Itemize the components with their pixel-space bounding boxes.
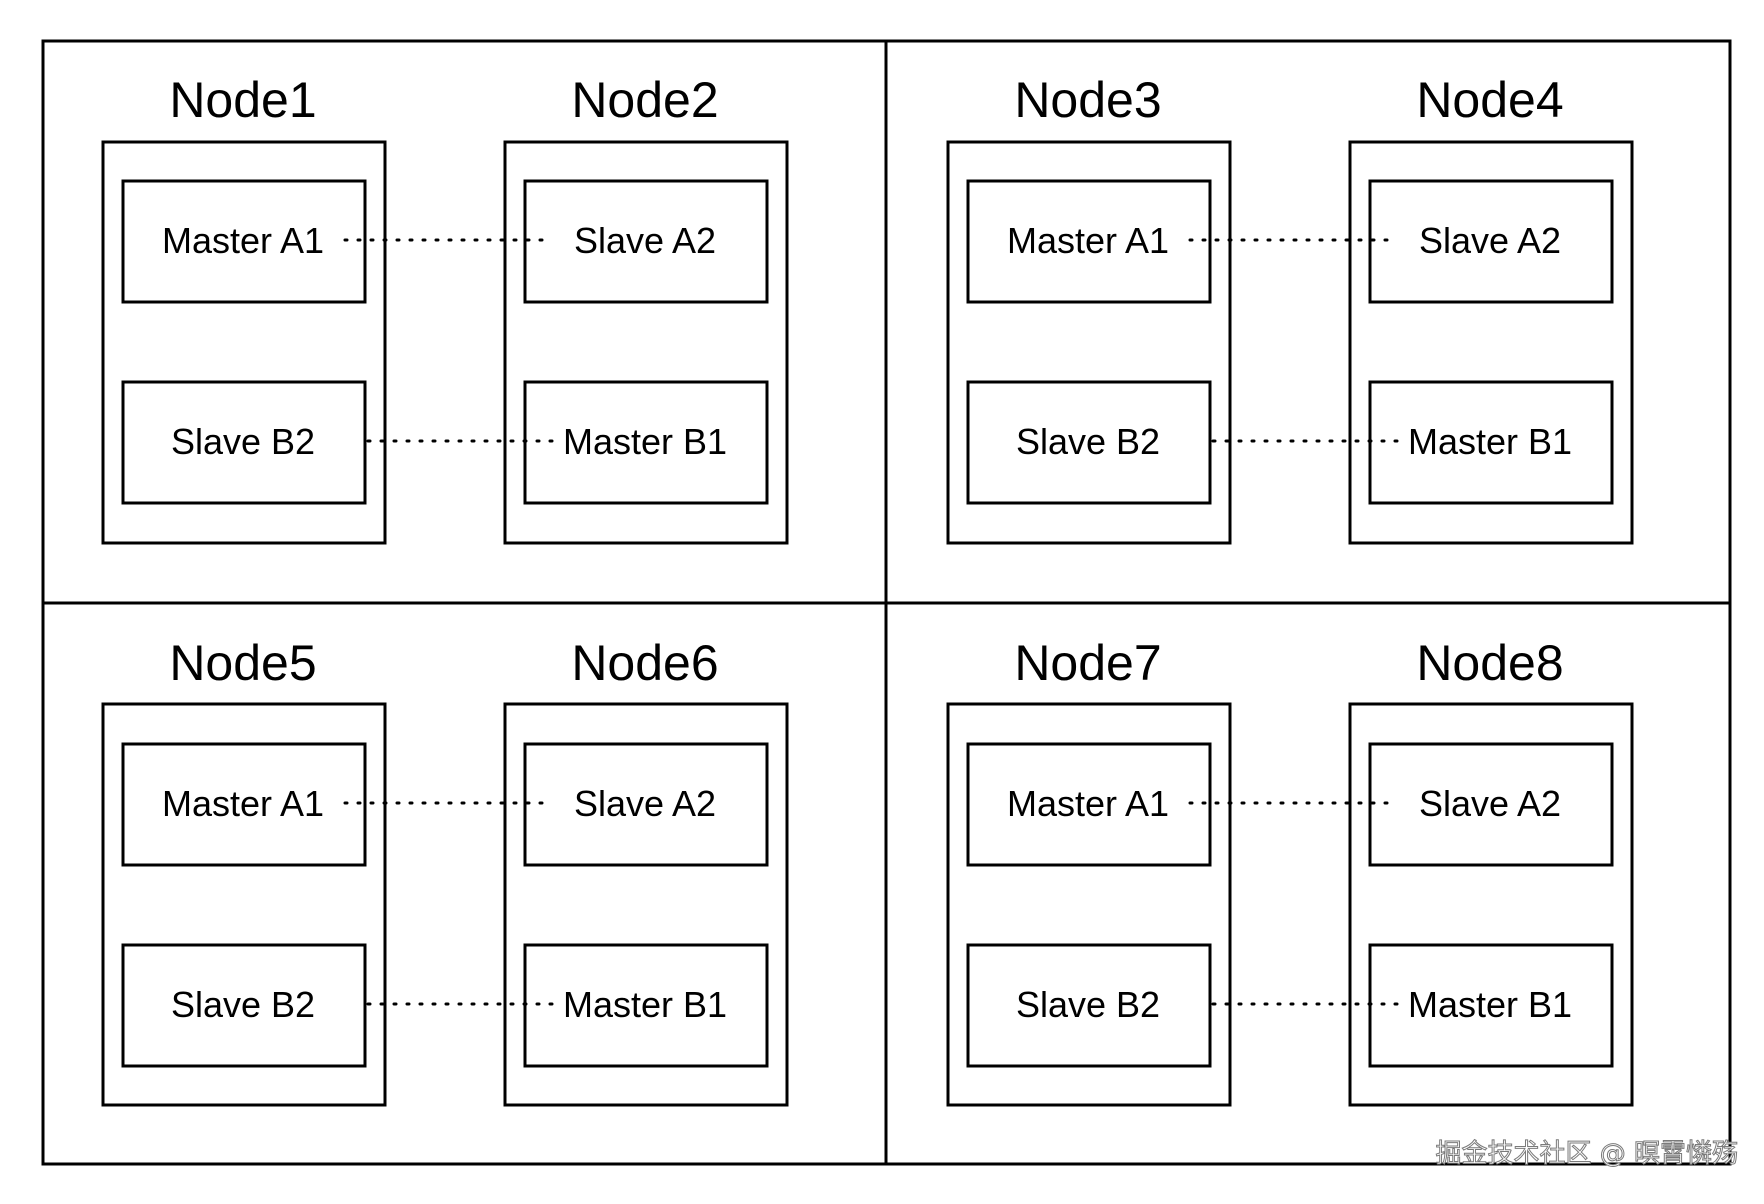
node-container [503, 140, 789, 545]
role-box-top [523, 742, 769, 867]
role-label: Slave B2 [171, 984, 315, 1025]
role-box-top [966, 179, 1212, 304]
node-box: Node7 Master A1 Slave B2 [946, 635, 1232, 1107]
quadrant-top-right: Node3 Master A1 Slave B2 Node4 Slave A2 … [946, 72, 1634, 545]
node-box: Node3 Master A1 Slave B2 [946, 72, 1232, 545]
quadrant-bottom-left: Node5 Master A1 Slave B2 Node6 Slave A2 … [101, 635, 789, 1107]
node-title: Node5 [169, 635, 316, 691]
node-box: Node8 Slave A2 Master B1 [1348, 635, 1634, 1107]
node-container [503, 702, 789, 1107]
role-box-top [966, 742, 1212, 867]
node-container [946, 702, 1232, 1107]
quadrant-bottom-right: Node7 Master A1 Slave B2 Node8 Slave A2 … [946, 635, 1634, 1107]
node-title: Node1 [169, 72, 316, 128]
role-label: Master B1 [563, 984, 727, 1025]
role-box-bottom [1368, 380, 1614, 505]
watermark-text: 掘金技术社区 @ 暝霄憐殇 [1435, 1139, 1739, 1170]
role-box-bottom [523, 380, 769, 505]
role-label: Master A1 [162, 783, 324, 824]
role-label: Master A1 [162, 220, 324, 261]
role-label: Master A1 [1007, 783, 1169, 824]
node-title: Node6 [571, 635, 718, 691]
role-box-top [1368, 742, 1614, 867]
node-box: Node1 Master A1 Slave B2 [101, 72, 387, 545]
node-container [946, 140, 1232, 545]
role-box-bottom [121, 943, 367, 1068]
node-title: Node8 [1416, 635, 1563, 691]
node-title: Node7 [1014, 635, 1161, 691]
role-box-top [523, 179, 769, 304]
role-box-bottom [121, 380, 367, 505]
role-label: Slave A2 [574, 783, 716, 824]
role-label: Slave A2 [1419, 783, 1561, 824]
node-box: Node5 Master A1 Slave B2 [101, 635, 387, 1107]
node-container [101, 140, 387, 545]
role-box-bottom [523, 943, 769, 1068]
role-label: Slave B2 [1016, 421, 1160, 462]
node-title: Node2 [571, 72, 718, 128]
node-container [1348, 140, 1634, 545]
role-label: Slave B2 [1016, 984, 1160, 1025]
node-container [101, 702, 387, 1107]
node-box: Node6 Slave A2 Master B1 [503, 635, 789, 1107]
node-title: Node4 [1416, 72, 1563, 128]
role-box-bottom [966, 380, 1212, 505]
role-box-top [121, 742, 367, 867]
role-box-bottom [966, 943, 1212, 1068]
role-box-top [121, 179, 367, 304]
node-title: Node3 [1014, 72, 1161, 128]
role-box-top [1368, 179, 1614, 304]
node-container [1348, 702, 1634, 1107]
role-box-bottom [1368, 943, 1614, 1068]
role-label: Master B1 [1408, 421, 1572, 462]
role-label: Slave B2 [171, 421, 315, 462]
role-label: Master B1 [1408, 984, 1572, 1025]
role-label: Slave A2 [1419, 220, 1561, 261]
node-box: Node4 Slave A2 Master B1 [1348, 72, 1634, 545]
node-box: Node2 Slave A2 Master B1 [503, 72, 789, 545]
quadrant-top-left: Node1 Master A1 Slave B2 Node2 Slave A2 … [101, 72, 789, 545]
role-label: Master A1 [1007, 220, 1169, 261]
role-label: Slave A2 [574, 220, 716, 261]
role-label: Master B1 [563, 421, 727, 462]
